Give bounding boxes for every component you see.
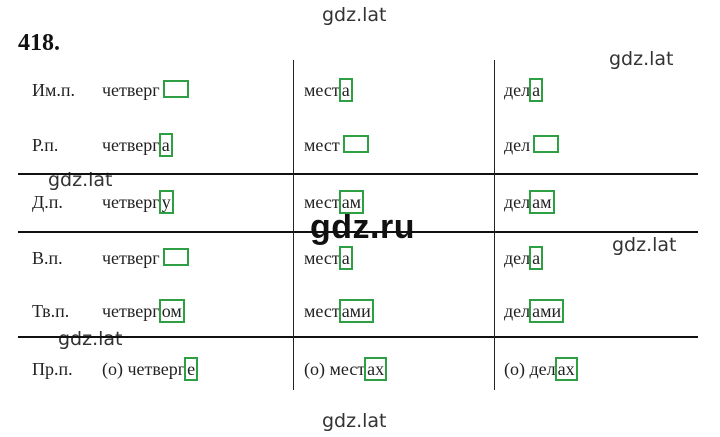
ending-box: а: [529, 246, 544, 270]
zero-ending-box: [162, 248, 189, 266]
word-stem: дел: [504, 301, 531, 321]
word-stem: мест: [304, 80, 340, 100]
word-stem: четверг: [102, 248, 160, 268]
word-stem: мест: [304, 135, 340, 155]
ending-box: а: [338, 246, 353, 270]
watermark-bottom: gdz.lat: [322, 410, 387, 432]
watermark-top-right: gdz.lat: [609, 48, 674, 70]
ending-box: ами: [529, 299, 565, 323]
zero-ending-box: [342, 135, 369, 153]
case-label: В.п.: [32, 248, 63, 268]
case-label: Тв.п.: [32, 301, 70, 321]
word-stem: мест: [304, 248, 340, 268]
case-label: Р.п.: [32, 135, 59, 155]
watermark-top: gdz.lat: [322, 4, 387, 26]
table-rule-2: [18, 231, 698, 233]
word-stem: дел: [504, 248, 531, 268]
table-divider-2: [494, 60, 495, 390]
word-stem: (о) мест: [304, 359, 366, 379]
ending-box: ам: [529, 190, 555, 214]
ending-box: а: [158, 133, 173, 157]
watermark-left-2: gdz.lat: [58, 328, 123, 350]
word-stem: мест: [304, 192, 340, 212]
word-stem: дел: [504, 135, 531, 155]
word-form: четверг: [102, 77, 189, 103]
watermark-right-2: gdz.lat: [612, 234, 677, 256]
word-stem: четверг: [102, 80, 160, 100]
table-rule-3: [18, 336, 698, 338]
word-stem: четверг: [102, 135, 160, 155]
word-form: дел: [504, 132, 560, 158]
word-form: мест: [304, 132, 369, 158]
ending-box: ом: [158, 299, 185, 323]
table-rule-1: [18, 173, 698, 175]
ending-box: ами: [338, 299, 374, 323]
brand-watermark: gdz.ru: [310, 208, 415, 246]
ending-box: ам: [338, 190, 365, 214]
word-form: четверг: [102, 245, 189, 271]
case-label: Д.п.: [32, 192, 63, 212]
word-stem: дел: [504, 80, 531, 100]
zero-ending-box: [533, 135, 560, 153]
zero-ending-box: [162, 80, 189, 98]
ending-box: у: [158, 190, 174, 214]
word-stem: мест: [304, 301, 340, 321]
word-stem: (о) четверг: [102, 359, 186, 379]
table-divider-1: [293, 60, 294, 390]
case-label: Пр.п.: [32, 359, 73, 379]
ending-box: ах: [554, 357, 578, 381]
ending-box: а: [529, 78, 544, 102]
ending-box: е: [184, 357, 199, 381]
ending-box: ах: [364, 357, 388, 381]
ending-box: а: [338, 78, 353, 102]
exercise-number: 418.: [18, 30, 60, 56]
word-stem: (о) дел: [504, 359, 556, 379]
word-stem: дел: [504, 192, 531, 212]
word-stem: четверг: [102, 192, 160, 212]
case-label: Им.п.: [32, 80, 76, 100]
word-stem: четверг: [102, 301, 160, 321]
